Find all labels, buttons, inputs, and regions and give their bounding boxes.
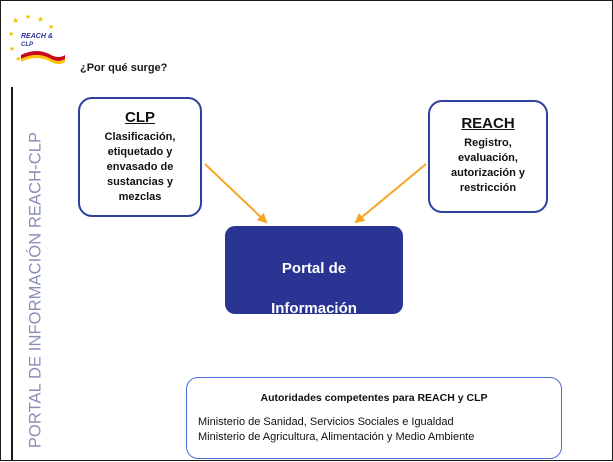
reach-box-description: Registro, evaluación, autorización y res…	[430, 133, 546, 196]
arrow-reach-to-portal	[354, 163, 427, 224]
clp-box-description: Clasificación, etiquetado y envasado de …	[80, 127, 200, 205]
logo-text-line1: REACH &	[21, 33, 53, 40]
portal-line: REACH - CLP	[265, 340, 363, 357]
portal-line: Portal de	[281, 260, 347, 277]
clp-box: CLP Clasificación, etiquetado y envasado…	[78, 97, 202, 217]
reach-desc-line: evaluación,	[458, 152, 518, 164]
clp-desc-line: Clasificación,	[104, 131, 176, 143]
svg-text:★: ★	[25, 13, 31, 21]
portal-box: Portal de Información REACH - CLP	[225, 226, 403, 357]
left-border-line	[11, 87, 13, 460]
reach-desc-line: autorización y	[451, 167, 525, 179]
reach-box-title: REACH	[461, 115, 515, 132]
clp-desc-line: etiquetado y	[107, 146, 173, 158]
authorities-box: Autoridades competentes para REACH y CLP…	[186, 377, 562, 459]
logo-text-line2: CLP	[21, 42, 34, 48]
clp-desc-line: mezclas	[118, 191, 162, 203]
reach-clp-logo: ★ ★ ★ ★ ★ ★ ★ REACH & CLP	[8, 13, 65, 64]
clp-desc-line: envasado de	[106, 161, 174, 173]
logo-stars: ★ ★ ★ ★ ★ ★ ★	[8, 13, 54, 63]
portal-line: Información	[271, 300, 357, 317]
svg-text:★: ★	[12, 16, 19, 25]
reach-box: REACH Registro, evaluación, autorización…	[428, 100, 548, 213]
svg-text:★: ★	[9, 45, 15, 53]
logo-flag-red-stripe	[21, 51, 65, 61]
svg-text:★: ★	[15, 55, 21, 63]
arrow-clp-to-portal	[204, 163, 268, 224]
logo-flag-yellow-stripe	[21, 55, 65, 64]
clp-box-title: CLP	[125, 109, 155, 126]
authority-item: Ministerio de Agricultura, Alimentación …	[198, 431, 475, 443]
svg-text:★: ★	[48, 23, 54, 31]
reach-desc-line: Registro,	[464, 137, 512, 149]
svg-text:★: ★	[37, 15, 44, 24]
clp-desc-line: sustancias y	[106, 176, 174, 188]
svg-text:★: ★	[8, 30, 14, 38]
reach-desc-line: restricción	[459, 182, 517, 194]
subtitle: ¿Por qué surge?	[80, 62, 168, 74]
authority-item: Ministerio de Sanidad, Servicios Sociale…	[198, 416, 454, 428]
authorities-title: Autoridades competentes para REACH y CLP	[260, 392, 488, 404]
